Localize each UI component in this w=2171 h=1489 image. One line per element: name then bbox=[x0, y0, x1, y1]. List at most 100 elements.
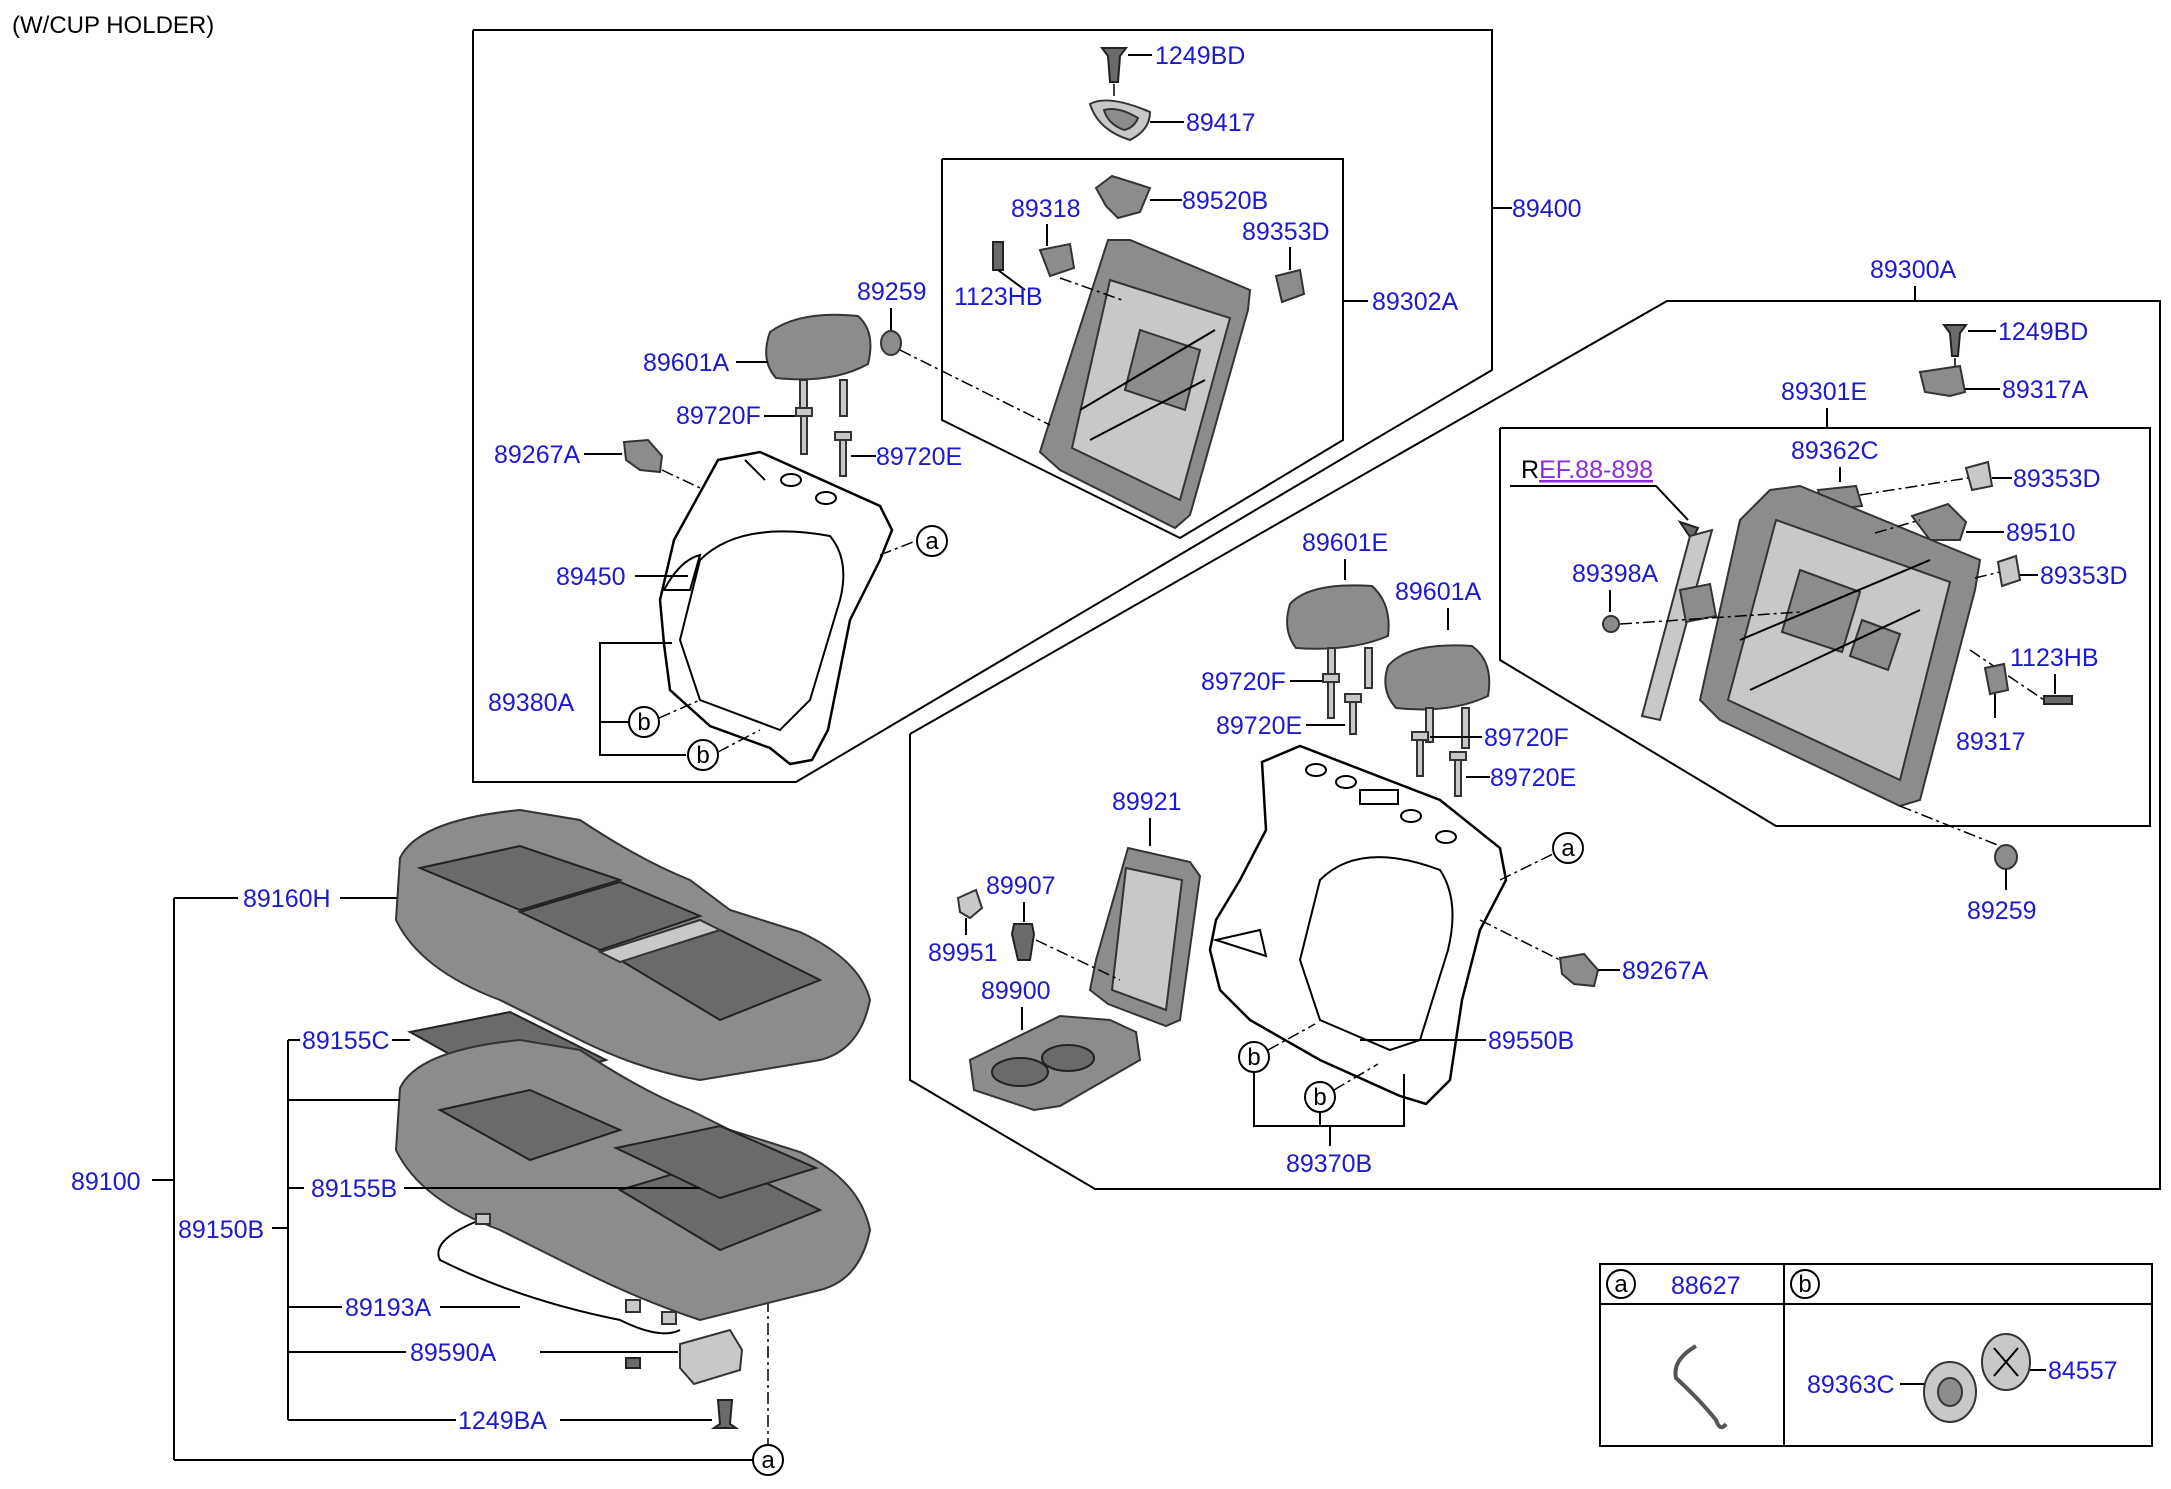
label-89380A: 89380A bbox=[488, 689, 575, 717]
belt-89398A-part bbox=[1640, 528, 1718, 722]
striker-89353D-r2-part bbox=[1996, 554, 2022, 588]
label-89921: 89921 bbox=[1112, 788, 1182, 816]
callout-b-top1-letter: b bbox=[637, 709, 650, 736]
legend-b-part2: 84557 bbox=[2048, 1357, 2118, 1385]
label-89353D-r1: 89353D bbox=[2013, 465, 2101, 493]
clip-84557-part bbox=[1981, 1333, 2031, 1391]
label-89720F-top: 89720F bbox=[676, 402, 761, 430]
callout-a-top bbox=[916, 525, 948, 557]
frame-89400 bbox=[472, 29, 1493, 783]
label-89259-right: 89259 bbox=[1967, 897, 2037, 925]
label-89267A-top: 89267A bbox=[494, 441, 581, 469]
legend-b-part1: 89363C bbox=[1807, 1371, 1895, 1399]
guide-89720E-mid1-part bbox=[1344, 693, 1362, 735]
label-89601A-top: 89601A bbox=[643, 349, 730, 377]
label-89155B: 89155B bbox=[311, 1175, 397, 1203]
cushion-pad-89150B-part bbox=[394, 1038, 872, 1322]
frame-89301E bbox=[1499, 427, 2151, 827]
callout-a-mid bbox=[1552, 832, 1584, 864]
label-89951: 89951 bbox=[928, 939, 998, 967]
guide-89720F-top-part bbox=[795, 407, 813, 455]
headrest-89601A-top-part bbox=[765, 313, 872, 417]
seatback-cover-89380A-part bbox=[658, 450, 894, 766]
label-89353D-top: 89353D bbox=[1242, 218, 1330, 246]
module-89590A-part bbox=[625, 1328, 744, 1386]
guide-89520B-part bbox=[1094, 174, 1152, 220]
cap-89259-top-part bbox=[880, 330, 902, 356]
cover-89317A-part bbox=[1918, 364, 1967, 398]
label-89318: 89318 bbox=[1011, 195, 1081, 223]
label-89160H: 89160H bbox=[243, 885, 331, 913]
callout-a-mid-letter: a bbox=[1561, 835, 1575, 862]
bolt-1249BA-part bbox=[710, 1399, 740, 1429]
label-89720E-mid2: 89720E bbox=[1490, 764, 1576, 792]
label-89259-top: 89259 bbox=[857, 278, 927, 306]
label-89193A: 89193A bbox=[345, 1294, 432, 1322]
label-89317: 89317 bbox=[1956, 728, 2026, 756]
hook-88627-part bbox=[1673, 1344, 1728, 1430]
label-89450: 89450 bbox=[556, 563, 626, 591]
label-89417: 89417 bbox=[1186, 109, 1256, 137]
callout-b-mid2-letter: b bbox=[1313, 1084, 1326, 1111]
label-89720E-top: 89720E bbox=[876, 443, 962, 471]
latch-89318-part bbox=[1038, 242, 1076, 278]
striker-89353D-top-part bbox=[1274, 268, 1306, 304]
label-1123HB-top: 1123HB bbox=[954, 283, 1043, 311]
label-89510: 89510 bbox=[2006, 519, 2076, 547]
label-1249BD-top: 1249BD bbox=[1155, 42, 1245, 70]
lid-89921-part bbox=[1088, 846, 1202, 1028]
legend-a-part: 88627 bbox=[1671, 1272, 1741, 1300]
bracket-89267A-top-part bbox=[622, 438, 664, 474]
label-89720F-mid1: 89720F bbox=[1201, 668, 1286, 696]
label-89550B: 89550B bbox=[1488, 1027, 1574, 1055]
label-89907: 89907 bbox=[986, 872, 1056, 900]
label-89155C: 89155C bbox=[302, 1027, 390, 1055]
cushion-cover-89160H-part bbox=[394, 808, 872, 1082]
label-89362C: 89362C bbox=[1791, 437, 1879, 465]
screw-89907-part bbox=[1010, 923, 1036, 961]
label-89302A: 89302A bbox=[1372, 288, 1459, 316]
label-89100: 89100 bbox=[71, 1168, 141, 1196]
nut-89398A-part bbox=[1602, 615, 1620, 633]
label-1249BA: 1249BA bbox=[458, 1407, 547, 1435]
label-89301E: 89301E bbox=[1781, 378, 1867, 406]
label-89317A: 89317A bbox=[2002, 376, 2089, 404]
diagram-title: (W/CUP HOLDER) bbox=[12, 12, 214, 39]
seatback-cover-89370B-part bbox=[1208, 744, 1508, 1106]
callout-a-bottom bbox=[752, 1444, 784, 1476]
bolt-1249BD-part bbox=[1100, 47, 1128, 83]
callout-b-mid1-letter: b bbox=[1247, 1044, 1260, 1071]
callout-b-top1 bbox=[628, 706, 660, 738]
tag-89450-part bbox=[662, 553, 702, 591]
bolt-1123HB-right-part bbox=[2043, 695, 2073, 705]
label-1249BD-right: 1249BD bbox=[1998, 318, 2088, 346]
label-89398A: 89398A bbox=[1572, 560, 1659, 588]
cover-89417-part bbox=[1088, 99, 1152, 142]
striker-89353D-r1-part bbox=[1964, 460, 1994, 492]
guide-89720F-mid2-part bbox=[1411, 731, 1429, 777]
label-89900: 89900 bbox=[981, 977, 1051, 1005]
clip-89363C-part bbox=[1923, 1361, 1977, 1423]
heater-mat-89155B-part bbox=[612, 1124, 819, 1200]
seatback-frame-89301E-part bbox=[1698, 484, 1982, 808]
callout-b-top2-letter: b bbox=[696, 742, 709, 769]
label-89353D-r2: 89353D bbox=[2040, 562, 2128, 590]
frame-89300A bbox=[909, 300, 2161, 1190]
legend-b-key: b bbox=[1798, 1271, 1811, 1298]
label-89370B: 89370B bbox=[1286, 1150, 1372, 1178]
guide-89720E-mid2-part bbox=[1449, 751, 1467, 797]
bracket-89267A-mid-part bbox=[1558, 952, 1600, 988]
callout-a-bottom-letter: a bbox=[761, 1447, 775, 1474]
bolt-1123HB-top-part bbox=[992, 241, 1004, 271]
bolt-1249BD-right-part bbox=[1942, 324, 1968, 357]
ref-link[interactable]: REF.88-898 bbox=[1521, 456, 1653, 484]
legend-b-circle bbox=[1790, 1269, 1820, 1299]
headrest-89601A-mid-part bbox=[1384, 644, 1491, 749]
label-89520B: 89520B bbox=[1182, 187, 1268, 215]
cap-89259-right-part bbox=[1994, 844, 2018, 870]
wire-89193A-part bbox=[437, 1219, 681, 1335]
label-89720F-mid2: 89720F bbox=[1484, 724, 1569, 752]
guide-89720F-mid1-part bbox=[1322, 673, 1340, 719]
label-89601E: 89601E bbox=[1302, 529, 1388, 557]
